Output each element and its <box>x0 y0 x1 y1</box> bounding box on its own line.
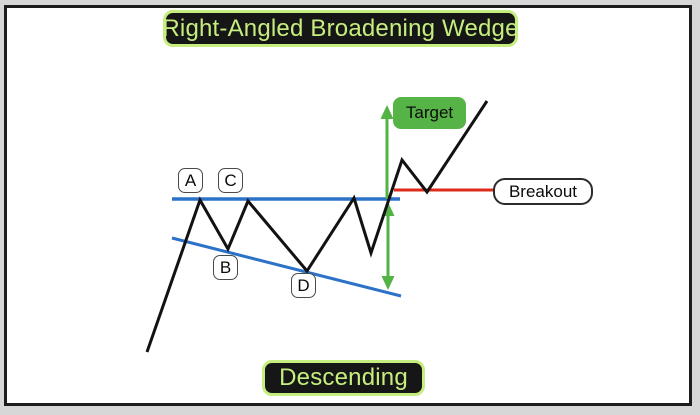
point-label-c: C <box>218 168 243 193</box>
breakout-label: Breakout <box>508 181 578 201</box>
point-a-text: A <box>184 170 197 190</box>
pattern-title: Right-Angled Broadening Wedge <box>162 14 519 42</box>
diagram-canvas <box>4 5 692 406</box>
point-label-b: B <box>213 255 238 280</box>
point-label-d: D <box>291 273 316 298</box>
target-label: Target <box>405 103 454 122</box>
variant-label: Descending <box>279 364 408 391</box>
breakout-badge: Breakout <box>493 178 593 205</box>
point-d-text: D <box>297 275 310 295</box>
variant-badge: Descending <box>262 360 425 396</box>
point-c-text: C <box>224 170 237 190</box>
pattern-title-badge: Right-Angled Broadening Wedge <box>162 10 519 47</box>
point-label-a: A <box>178 168 203 193</box>
target-badge: Target <box>393 97 466 129</box>
point-b-text: B <box>219 257 232 277</box>
